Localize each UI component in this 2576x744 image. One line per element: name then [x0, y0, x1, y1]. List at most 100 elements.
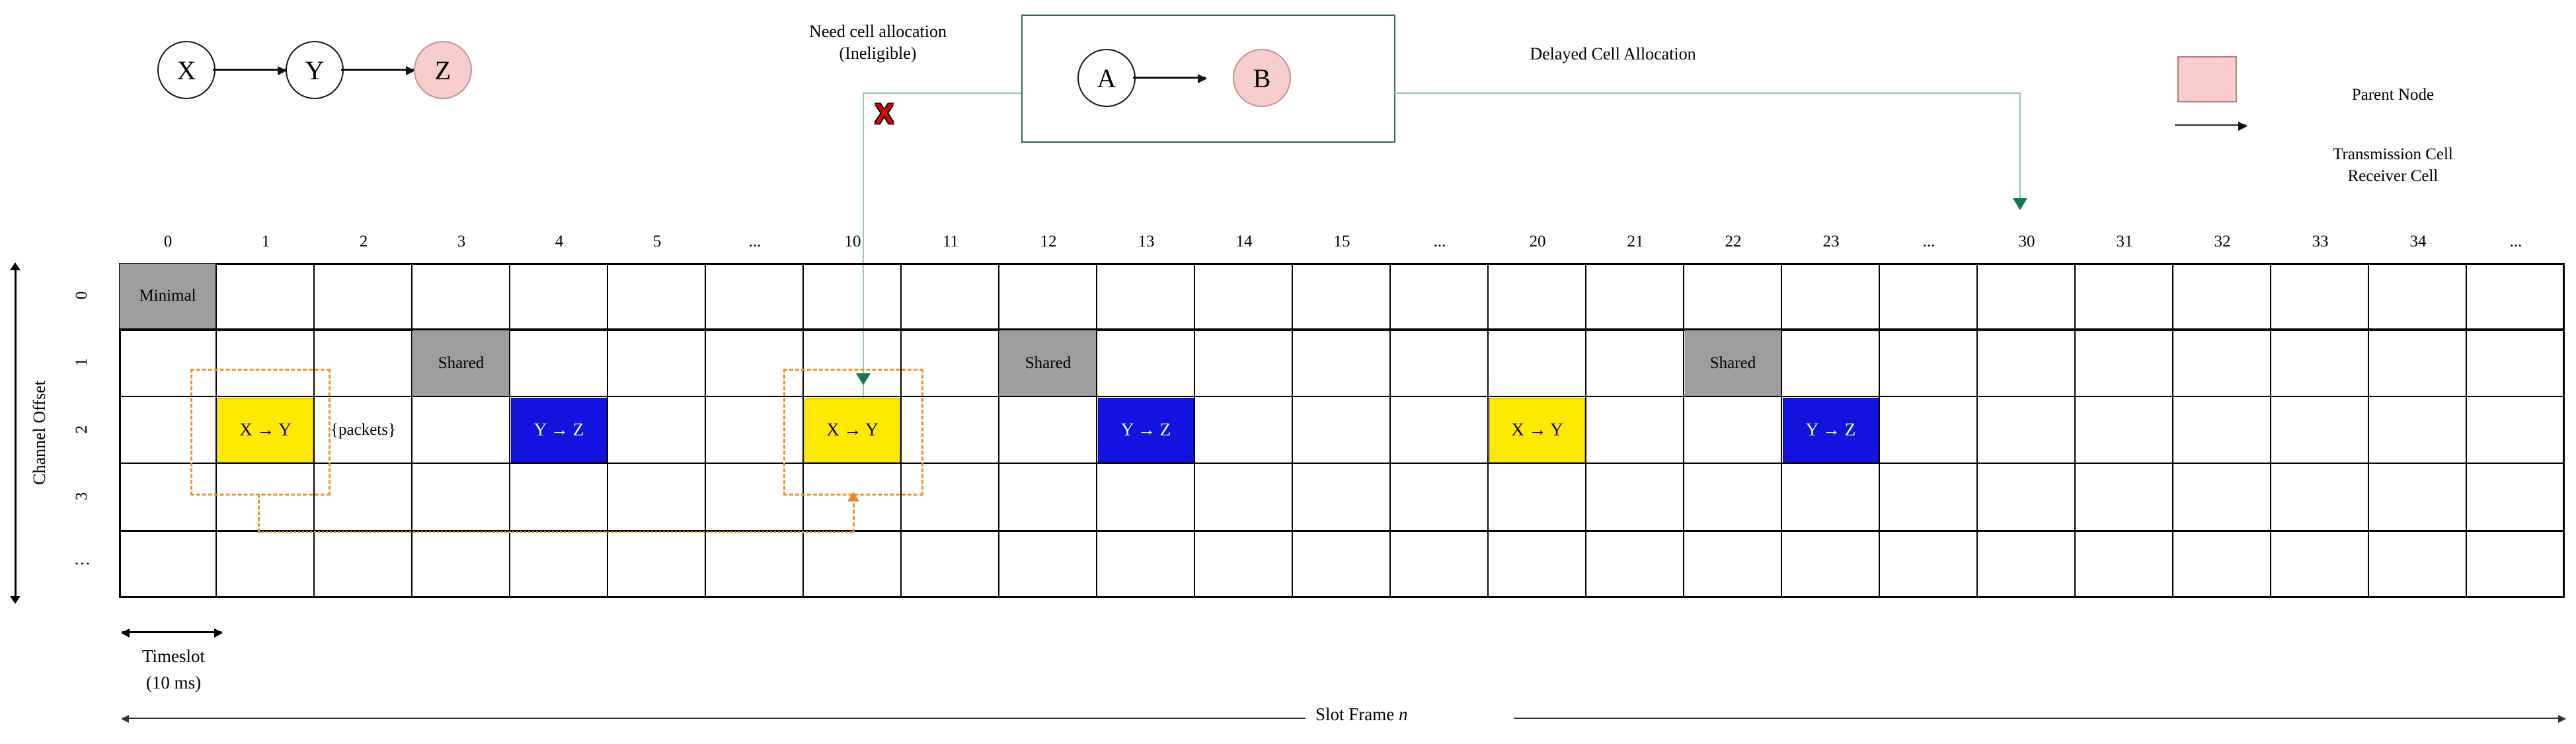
- grid-cell: [412, 263, 510, 330]
- highlight-arrow-up: [847, 492, 859, 502]
- timeslot-header-ellipsis: ...: [1433, 233, 1446, 250]
- need-cell-allocation-label: Need cell allocation (Ineligible): [765, 21, 990, 64]
- grid-cell: [902, 330, 999, 397]
- grid-cell: [1391, 531, 1489, 598]
- grid-cell: [804, 531, 902, 598]
- grid-cell: [1586, 396, 1684, 465]
- grid-cell: [510, 531, 608, 598]
- grid-cell: [412, 464, 510, 531]
- timeslot-text: Timeslot: [141, 646, 206, 666]
- grid-cell: [902, 396, 999, 465]
- grid-cell: [1586, 464, 1684, 531]
- grid-cell: [1489, 464, 1586, 531]
- grid-cell: [1293, 531, 1391, 598]
- timeslot-header-12: 12: [1040, 233, 1057, 250]
- legend-transmission-cell-label: Transmission Cell: [2333, 145, 2453, 163]
- cell-shared-slot22: Shared: [1685, 330, 1781, 396]
- timeslot-header-3: 3: [457, 233, 466, 250]
- grid-cell: [1782, 464, 1880, 531]
- grid-cell: [2467, 531, 2565, 598]
- edge-x-to-y: [213, 66, 287, 75]
- grid-cell: [1293, 464, 1391, 531]
- timeslot-duration-text: (10 ms): [145, 673, 202, 692]
- timeslot-header-30: 30: [2018, 233, 2035, 250]
- reject-x-icon: X: [875, 98, 894, 130]
- slot-frame-line-right: [1514, 715, 2566, 723]
- grid-cell: [1880, 464, 1978, 531]
- grid-cell: [510, 396, 608, 465]
- delayed-connector-v: [2019, 93, 2021, 204]
- need-alloc-line1: Need cell allocation: [809, 22, 947, 41]
- grid-cell: [2173, 330, 2271, 397]
- grid-cell: [1097, 464, 1195, 531]
- grid-cell: [902, 263, 999, 330]
- grid-cell: [1489, 263, 1586, 330]
- channel-offset-header-0: 0: [73, 291, 91, 299]
- grid-cell: [1293, 396, 1391, 465]
- grid-cell: [119, 531, 217, 598]
- delayed-connector-h: [1393, 93, 2021, 94]
- timeslot-duration-label: (10 ms): [119, 673, 228, 693]
- grid-cell: [1489, 531, 1586, 598]
- grid-cell: [999, 531, 1097, 598]
- grid-cell: [999, 263, 1097, 330]
- grid-cell: [2076, 464, 2173, 531]
- timeslot-width-indicator: [121, 628, 223, 638]
- grid-cell: [2271, 396, 2369, 465]
- grid-cell: [315, 263, 412, 330]
- node-b-parent: B: [1233, 49, 1291, 107]
- grid-cell: [217, 330, 315, 397]
- grid-cell: [608, 330, 706, 397]
- edge-a-to-b: [1133, 74, 1207, 83]
- grid-cell: [1097, 396, 1195, 465]
- grid-cell: [2369, 531, 2467, 598]
- timeslot-header-15: 15: [1333, 233, 1350, 250]
- grid-cell: [804, 263, 902, 330]
- cell-tx-slot10: X → Y: [804, 397, 900, 463]
- timeslot-header-10: 10: [844, 233, 861, 250]
- highlight-box-slot1: [190, 369, 331, 496]
- grid-cell: [999, 330, 1097, 397]
- timeslot-header-14: 14: [1235, 233, 1253, 250]
- grid-cell: [2173, 263, 2271, 330]
- grid-cell: [1293, 330, 1391, 397]
- grid-cell: [2076, 330, 2173, 397]
- grid-cell: [510, 263, 608, 330]
- timeslot-header-13: 13: [1138, 233, 1155, 250]
- ineligible-arrow-head: [856, 373, 871, 385]
- grid-cell: [706, 330, 804, 397]
- timeslot-header-11: 11: [942, 233, 959, 250]
- timeslot-header-0: 0: [163, 233, 173, 250]
- grid-cell: [1391, 464, 1489, 531]
- grid-cell: [315, 396, 412, 465]
- node-z-parent: Z: [414, 41, 472, 99]
- grid-cell: [1097, 263, 1195, 330]
- grid-cell: [1097, 330, 1195, 397]
- grid-cell: [1782, 330, 1880, 397]
- grid-cell: [1684, 531, 1782, 598]
- grid-cell: [1195, 330, 1293, 397]
- timeslot-header-23: 23: [1822, 233, 1840, 250]
- grid-cell: [999, 396, 1097, 465]
- grid-cell: [2173, 396, 2271, 465]
- grid-cell: [315, 330, 412, 397]
- highlight-stub-slot10: [853, 503, 855, 533]
- grid-cell: [510, 330, 608, 397]
- highlight-box-slot10: [783, 369, 923, 496]
- cell-minimal-slot0: Minimal: [120, 264, 215, 329]
- cell-rx-slot4: Y → Z: [511, 397, 607, 463]
- grid-cell: [217, 263, 315, 330]
- grid-cell: [2467, 464, 2565, 531]
- grid-cell: [2369, 396, 2467, 465]
- grid-cell: [2271, 531, 2369, 598]
- grid-cell: [1195, 464, 1293, 531]
- timeslot-header-1: 1: [261, 233, 270, 250]
- grid-cell: [2076, 263, 2173, 330]
- cell-rx-slot23: Y → Z: [1783, 397, 1879, 463]
- grid-cell: [1586, 263, 1684, 330]
- grid-cell: [1195, 531, 1293, 598]
- timeslot-header-20: 20: [1529, 233, 1546, 250]
- grid-row-separator: [119, 530, 2565, 533]
- grid-cell: [2271, 330, 2369, 397]
- cell-shared-slot12: Shared: [1000, 330, 1096, 396]
